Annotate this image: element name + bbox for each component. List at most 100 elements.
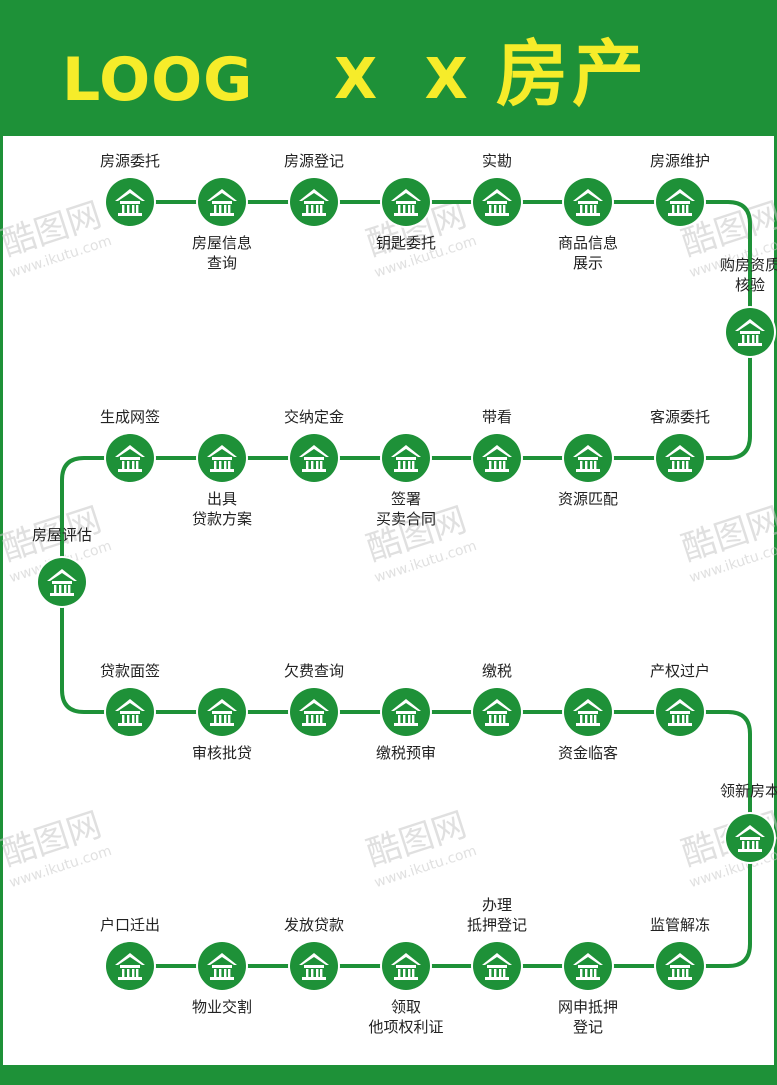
- house-icon: [299, 445, 329, 472]
- step-label: 资金临客: [558, 744, 618, 762]
- flow-step-node: 房源登记: [284, 152, 344, 228]
- house-icon: [391, 189, 421, 216]
- step-label: 资源匹配: [558, 490, 618, 508]
- step-label: 房源维护: [650, 152, 710, 170]
- house-icon: [573, 699, 603, 726]
- flow-step-node: 钥匙委托: [376, 176, 436, 252]
- flow-step-node: 购房资质核验: [720, 256, 777, 358]
- house-icon: [573, 953, 603, 980]
- step-label: 审核批贷: [192, 744, 252, 762]
- house-icon: [299, 699, 329, 726]
- company-mark-text: X X: [334, 47, 482, 112]
- step-label: 缴税预审: [376, 744, 436, 762]
- house-icon: [482, 445, 512, 472]
- step-label: 生成网签: [100, 408, 160, 426]
- flow-step-node: 带看: [471, 408, 523, 484]
- house-icon: [391, 953, 421, 980]
- flow-step-node: 监管解冻: [650, 916, 710, 992]
- flow-step-node: 产权过户: [650, 662, 710, 738]
- house-icon: [665, 953, 695, 980]
- house-icon: [391, 445, 421, 472]
- company-name-text: 房产: [496, 32, 649, 116]
- house-icon: [735, 825, 765, 852]
- house-icon: [115, 445, 145, 472]
- flow-step-node: 缴税: [471, 662, 523, 738]
- footer-bar: [0, 1065, 777, 1085]
- flow-step-node: 发放贷款: [284, 916, 344, 992]
- flow-step-node: 缴税预审: [376, 686, 436, 762]
- step-label: 客源委托: [650, 408, 710, 426]
- step-label: 发放贷款: [284, 916, 344, 934]
- step-label: 房源委托: [100, 152, 160, 170]
- flow-step-node: 审核批贷: [192, 686, 252, 762]
- step-label: 缴税: [482, 662, 512, 680]
- step-label: 网申抵押登记: [558, 998, 618, 1036]
- brand-logo-text: LOOG: [62, 45, 254, 115]
- step-label: 欠费查询: [284, 662, 344, 680]
- step-label: 房屋信息查询: [192, 234, 252, 272]
- house-icon: [207, 445, 237, 472]
- house-icon: [573, 445, 603, 472]
- step-label: 钥匙委托: [376, 234, 436, 252]
- step-label: 购房资质核验: [720, 256, 777, 294]
- house-icon: [207, 699, 237, 726]
- house-icon: [735, 319, 765, 346]
- step-label: 实勘: [482, 152, 512, 170]
- step-label: 房屋评估: [32, 526, 92, 544]
- step-label: 领新房本: [720, 782, 777, 800]
- step-label: 带看: [482, 408, 512, 426]
- house-icon: [115, 189, 145, 216]
- flow-step-node: 欠费查询: [284, 662, 344, 738]
- house-icon: [115, 699, 145, 726]
- step-label: 产权过户: [650, 662, 710, 680]
- flow-step-node: 房源维护: [650, 152, 710, 228]
- step-label: 监管解冻: [650, 916, 710, 934]
- step-label: 出具贷款方案: [192, 490, 252, 528]
- flow-step-node: 房屋信息查询: [192, 176, 252, 272]
- house-icon: [482, 699, 512, 726]
- house-icon: [115, 953, 145, 980]
- flow-step-node: 客源委托: [650, 408, 710, 484]
- flow-step-node: 网申抵押登记: [558, 940, 618, 1036]
- step-label: 领取他项权利证: [368, 998, 443, 1036]
- house-icon: [665, 445, 695, 472]
- flow-step-node: 领取他项权利证: [368, 940, 444, 1036]
- flow-step-node: 交纳定金: [284, 408, 344, 484]
- step-label: 签署买卖合同: [376, 490, 436, 528]
- step-label: 贷款面签: [100, 662, 160, 680]
- left-border: [0, 136, 3, 1085]
- flow-step-node: 资金临客: [558, 686, 618, 762]
- flow-step-node: 生成网签: [100, 408, 160, 484]
- right-border: [774, 136, 777, 1085]
- house-icon: [665, 699, 695, 726]
- header-banner: LOOG X X 房产: [0, 0, 777, 136]
- step-label: 物业交割: [192, 998, 252, 1016]
- flow-step-node: 贷款面签: [100, 662, 160, 738]
- step-label: 房源登记: [284, 152, 344, 170]
- step-label: 交纳定金: [284, 408, 344, 426]
- house-icon: [207, 953, 237, 980]
- step-label: 办理抵押登记: [467, 896, 527, 934]
- flow-step-node: 签署买卖合同: [376, 432, 436, 528]
- house-icon: [299, 953, 329, 980]
- house-icon: [47, 569, 77, 596]
- flow-step-node: 物业交割: [192, 940, 252, 1016]
- flow-step-node: 房源委托: [100, 152, 160, 228]
- flow-step-node: 领新房本: [720, 782, 777, 864]
- flow-step-node: 户口迁出: [100, 916, 160, 992]
- flow-step-node: 办理抵押登记: [467, 896, 527, 992]
- flow-step-node: 房屋评估: [32, 526, 92, 608]
- house-icon: [207, 189, 237, 216]
- house-icon: [573, 189, 603, 216]
- house-icon: [299, 189, 329, 216]
- house-icon: [482, 953, 512, 980]
- flow-step-node: 实勘: [471, 152, 523, 228]
- flow-step-node: 商品信息展示: [558, 176, 618, 272]
